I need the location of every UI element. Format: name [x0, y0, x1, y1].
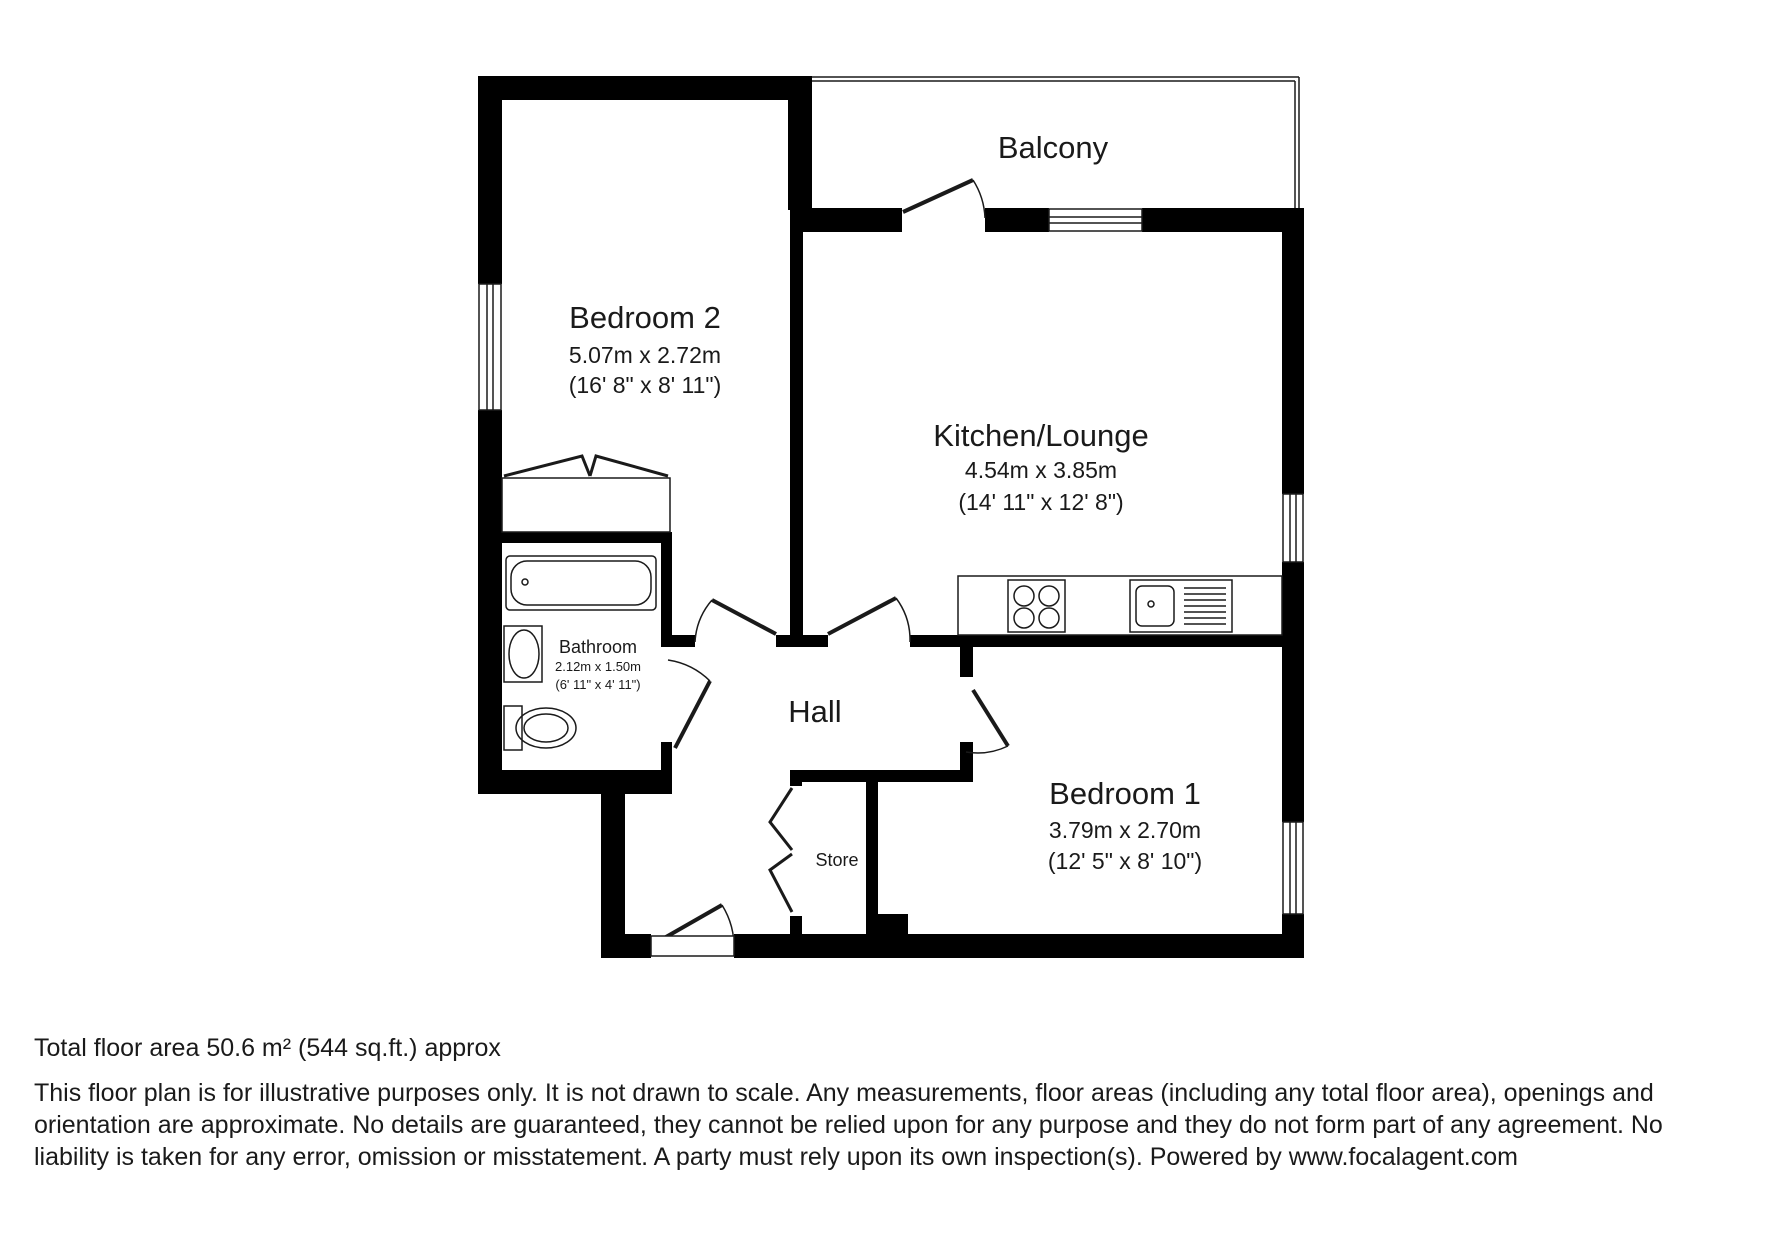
wall — [661, 532, 672, 642]
wall — [478, 770, 672, 794]
bathroom-metric: 2.12m x 1.50m — [555, 659, 641, 674]
bedroom1-imperial: (12' 5" x 8' 10") — [1048, 848, 1202, 874]
wall — [601, 934, 651, 958]
window — [1282, 821, 1304, 915]
toilet — [503, 705, 577, 751]
wall — [734, 934, 1304, 958]
wall — [790, 770, 802, 786]
door-leaf — [971, 688, 1010, 748]
wall — [478, 76, 812, 100]
wall — [790, 230, 803, 640]
wall — [960, 635, 973, 677]
balcony-label: Balcony — [998, 130, 1109, 165]
bedroom2-name: Bedroom 2 — [569, 300, 721, 335]
window — [1048, 208, 1143, 232]
bath — [505, 555, 657, 611]
wall — [985, 208, 1049, 232]
wall — [661, 635, 695, 647]
hob-icon — [1007, 579, 1066, 633]
wall — [910, 635, 1282, 647]
doors — [650, 178, 1010, 957]
door-leaf — [711, 598, 777, 636]
hall-label: Hall — [788, 694, 841, 729]
bath-icon — [505, 555, 657, 611]
kitchen-metric: 4.54m x 3.85m — [965, 457, 1117, 483]
door-swing — [667, 659, 711, 682]
store-label: Store — [815, 850, 858, 870]
wall — [790, 208, 902, 232]
store-bifold — [768, 787, 794, 851]
disclaimer-text: This floor plan is for illustrative purp… — [34, 1079, 1663, 1171]
windows — [478, 208, 1304, 915]
total-floor-area: Total floor area 50.6 m² (544 sq.ft.) ap… — [34, 1034, 501, 1062]
labels: Balcony Bedroom 2 5.07m x 2.72m (16' 8" … — [555, 130, 1202, 874]
door-swing — [965, 745, 1009, 754]
door-swing — [694, 599, 713, 643]
wall — [788, 76, 812, 210]
bedroom2-imperial: (16' 8" x 8' 11") — [569, 372, 722, 398]
wardrobe — [501, 454, 671, 533]
wall — [601, 770, 625, 958]
bathroom-name: Bathroom — [559, 637, 637, 657]
wall — [478, 76, 502, 284]
floor-plan: Balcony Bedroom 2 5.07m x 2.72m (16' 8" … — [478, 76, 1304, 958]
window — [1282, 493, 1304, 563]
wall — [1282, 208, 1304, 494]
kitchen-imperial: (14' 11" x 12' 8") — [958, 489, 1123, 515]
bedroom1-name: Bedroom 1 — [1049, 776, 1201, 811]
wall — [866, 914, 908, 958]
basin — [503, 625, 543, 683]
store-bifold — [768, 852, 794, 913]
door-threshold — [650, 935, 735, 957]
wall — [478, 532, 672, 543]
wall — [1142, 208, 1304, 232]
basin-icon — [503, 625, 543, 683]
wall — [1282, 562, 1304, 822]
kitchen-counter — [957, 575, 1283, 636]
wall — [790, 770, 973, 782]
door-leaf — [902, 178, 974, 214]
wall — [866, 770, 878, 958]
wall — [478, 410, 502, 794]
door-swing — [972, 179, 986, 219]
bedroom1-metric: 3.79m x 2.70m — [1049, 817, 1201, 843]
kitchen-name: Kitchen/Lounge — [933, 418, 1148, 453]
wall — [661, 742, 672, 794]
door-leaf — [827, 596, 897, 636]
footer: Total floor area 50.6 m² (544 sq.ft.) ap… — [34, 1034, 1734, 1173]
sink-icon — [1129, 579, 1233, 633]
door-leaf — [673, 680, 712, 749]
wall — [776, 635, 828, 647]
bedroom2-metric: 5.07m x 2.72m — [569, 342, 721, 368]
toilet-icon — [503, 705, 523, 751]
bathroom-imperial: (6' 11" x 4' 11") — [555, 677, 640, 692]
wall — [790, 916, 802, 946]
balcony-outline — [812, 76, 1300, 208]
walls — [478, 76, 1304, 958]
door-swing — [895, 597, 911, 643]
window — [478, 283, 502, 411]
counter — [957, 575, 1283, 636]
